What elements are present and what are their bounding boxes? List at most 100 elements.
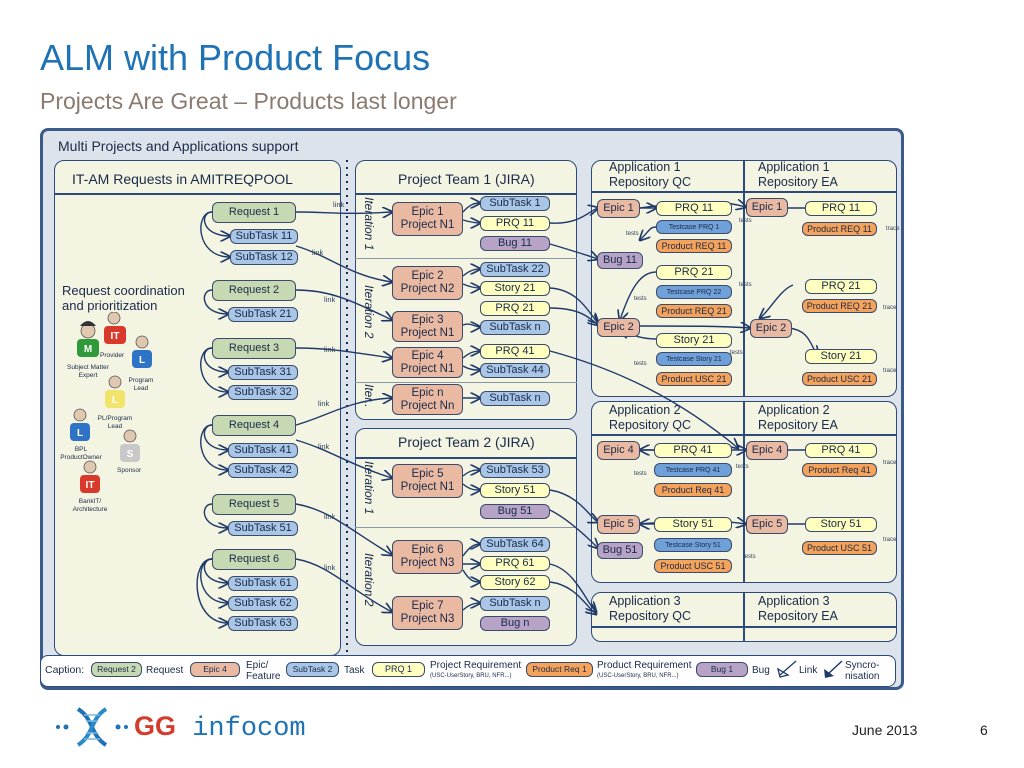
sme-person-icon: M [77,321,99,357]
team2-title: Project Team 2 (JIRA) [398,434,535,450]
app1-qc-prq-11[interactable]: PRQ 11 [656,201,732,216]
app2-ea-story-51[interactable]: Story 51 [805,517,877,532]
subtask-12[interactable]: SubTask 12 [230,250,298,265]
tests-label: tests [739,282,752,288]
team2-subtask-n[interactable]: SubTask n [480,596,550,611]
subtask-11[interactable]: SubTask 11 [230,229,298,244]
team1-prq-11[interactable]: PRQ 11 [480,216,550,231]
team2-subtask-53[interactable]: SubTask 53 [480,463,550,478]
app1-ea-story-21[interactable]: Story 21 [805,349,877,364]
app1-qc-product-usc-21[interactable]: Product USC 21 [656,372,732,386]
app1-ea-product-req-21[interactable]: Product REQ 21 [802,299,877,313]
app1-qc-prq-21[interactable]: PRQ 21 [656,265,732,280]
dna-logo-icon [56,707,128,747]
app1-ea-epic-1[interactable]: Epic 1 [746,198,788,217]
request-5[interactable]: Request 5 [212,494,296,515]
subtask-62[interactable]: SubTask 62 [228,596,298,611]
app2-qc-epic-5[interactable]: Epic 5 [597,515,640,534]
app1-ea-product-req-11[interactable]: Product REQ 11 [802,222,877,236]
caption-request-box: Request 2 [91,662,142,677]
subtask-31[interactable]: SubTask 31 [228,365,298,380]
app1-ea-prq-11[interactable]: PRQ 11 [805,201,877,216]
subtask-41[interactable]: SubTask 41 [228,443,298,458]
app1-ea-title: Application 1 Repository EA [758,160,838,189]
caption-request-text: Request [146,665,184,676]
subtask-21[interactable]: SubTask 21 [228,307,298,322]
bankit-label: BankIT/ Architecture [72,498,108,513]
app2-ea-product-req-41[interactable]: Product Req 41 [802,463,877,477]
subtask-32[interactable]: SubTask 32 [228,385,298,400]
trace-label: trace [883,368,897,374]
team2-bug-51[interactable]: Bug 51 [480,504,550,519]
team1-epic-3[interactable]: Epic 3 Project N1 [392,311,463,342]
app2-qc-story-51[interactable]: Story 51 [654,517,732,532]
app1-ea-prq-21[interactable]: PRQ 21 [805,279,877,294]
team1-epic-n[interactable]: Epic n Project Nn [392,384,463,415]
itam-title: IT-AM Requests in AMITREQPOOL [72,171,293,187]
svg-text:IT: IT [86,480,95,491]
team1-subtask-n[interactable]: SubTask n [480,320,550,335]
request-2[interactable]: Request 2 [212,280,296,301]
request-1[interactable]: Request 1 [212,202,296,223]
team1-subtask-22[interactable]: SubTask 22 [480,262,550,277]
request-3[interactable]: Request 3 [212,338,296,359]
team1-prq-21[interactable]: PRQ 21 [480,301,550,316]
team1-epic-1[interactable]: Epic 1 Project N1 [392,202,463,236]
team1-prq-41[interactable]: PRQ 41 [480,344,550,359]
team2-epic-7[interactable]: Epic 7 Project N3 [392,596,463,630]
app2-qc-epic-4[interactable]: Epic 4 [597,441,640,460]
app1-ea-epic-2[interactable]: Epic 2 [750,319,792,338]
app1-vdivider [743,160,745,397]
app2-ea-product-usc-51[interactable]: Product USC 51 [802,541,877,555]
app1-qc-bug-11[interactable]: Bug 11 [597,252,643,269]
app2-qc-product-req-41[interactable]: Product Req 41 [654,483,732,497]
team1-subtask-n2[interactable]: SubTask n [480,391,550,406]
svg-text:L: L [112,395,118,406]
app2-ea-epic-4[interactable]: Epic 4 [746,441,788,460]
slide-title: ALM with Product Focus [40,37,431,78]
team1-subtask-1[interactable]: SubTask 1 [480,196,550,211]
request-4[interactable]: Request 4 [212,415,296,436]
app1-qc-story-21[interactable]: Story 21 [656,333,732,348]
app1-qc-epic-1[interactable]: Epic 1 [597,199,640,218]
request-6[interactable]: Request 6 [212,549,296,570]
team1-bug-11[interactable]: Bug 11 [480,236,550,251]
tests-label: tests [626,231,639,237]
tests-label: tests [736,464,749,470]
subtask-63[interactable]: SubTask 63 [228,616,298,631]
team2-story-62[interactable]: Story 62 [480,575,550,590]
team2-bug-n[interactable]: Bug n [480,616,550,631]
tests-label: tests [743,554,756,560]
app1-qc-testcase-prq-1[interactable]: Testcase PRQ 1 [656,220,732,234]
app2-qc-testcase-story-51[interactable]: Testcase Story 51 [654,538,732,552]
app1-ea-product-usc-21[interactable]: Product USC 21 [802,372,877,386]
app1-qc-testcase-prq-22[interactable]: Testcase PRQ 22 [656,285,732,299]
team2-prq-61[interactable]: PRQ 61 [480,556,550,571]
team2-iter-sep [355,527,577,528]
app2-ea-epic-5[interactable]: Epic 5 [746,515,788,534]
dotted-separator [346,160,348,656]
subtask-42[interactable]: SubTask 42 [228,463,298,478]
app3-vdivider [743,592,745,642]
team1-epic-2[interactable]: Epic 2 Project N2 [392,266,463,300]
app1-qc-testcase-story-21[interactable]: Testcase Story 21 [656,352,732,366]
team2-subtask-64[interactable]: SubTask 64 [480,537,550,552]
app2-ea-prq-41[interactable]: PRQ 41 [805,443,877,458]
team1-subtask-44[interactable]: SubTask 44 [480,363,550,378]
app1-qc-product-req-11[interactable]: Product REQ 11 [656,239,732,253]
app2-qc-product-usc-51[interactable]: Product USC 51 [654,559,732,573]
team1-epic-4[interactable]: Epic 4 Project N1 [392,347,463,378]
team2-story-51[interactable]: Story 51 [480,483,550,498]
team1-story-21[interactable]: Story 21 [480,281,550,296]
caption-task-text: Task [344,665,365,676]
team2-epic-6[interactable]: Epic 6 Project N3 [392,540,463,574]
app2-qc-prq-41[interactable]: PRQ 41 [654,443,732,458]
app1-qc-product-req-21[interactable]: Product REQ 21 [656,304,732,318]
subtask-61[interactable]: SubTask 61 [228,576,298,591]
app2-qc-bug-51[interactable]: Bug 51 [597,542,643,559]
subtask-51[interactable]: SubTask 51 [228,521,298,536]
app2-qc-testcase-prq-41[interactable]: Testcase PRQ 41 [654,463,732,477]
app1-qc-epic-2[interactable]: Epic 2 [597,318,640,337]
caption-preq-box: Product Req 1 [526,662,593,677]
team2-epic-5[interactable]: Epic 5 Project N1 [392,464,463,498]
